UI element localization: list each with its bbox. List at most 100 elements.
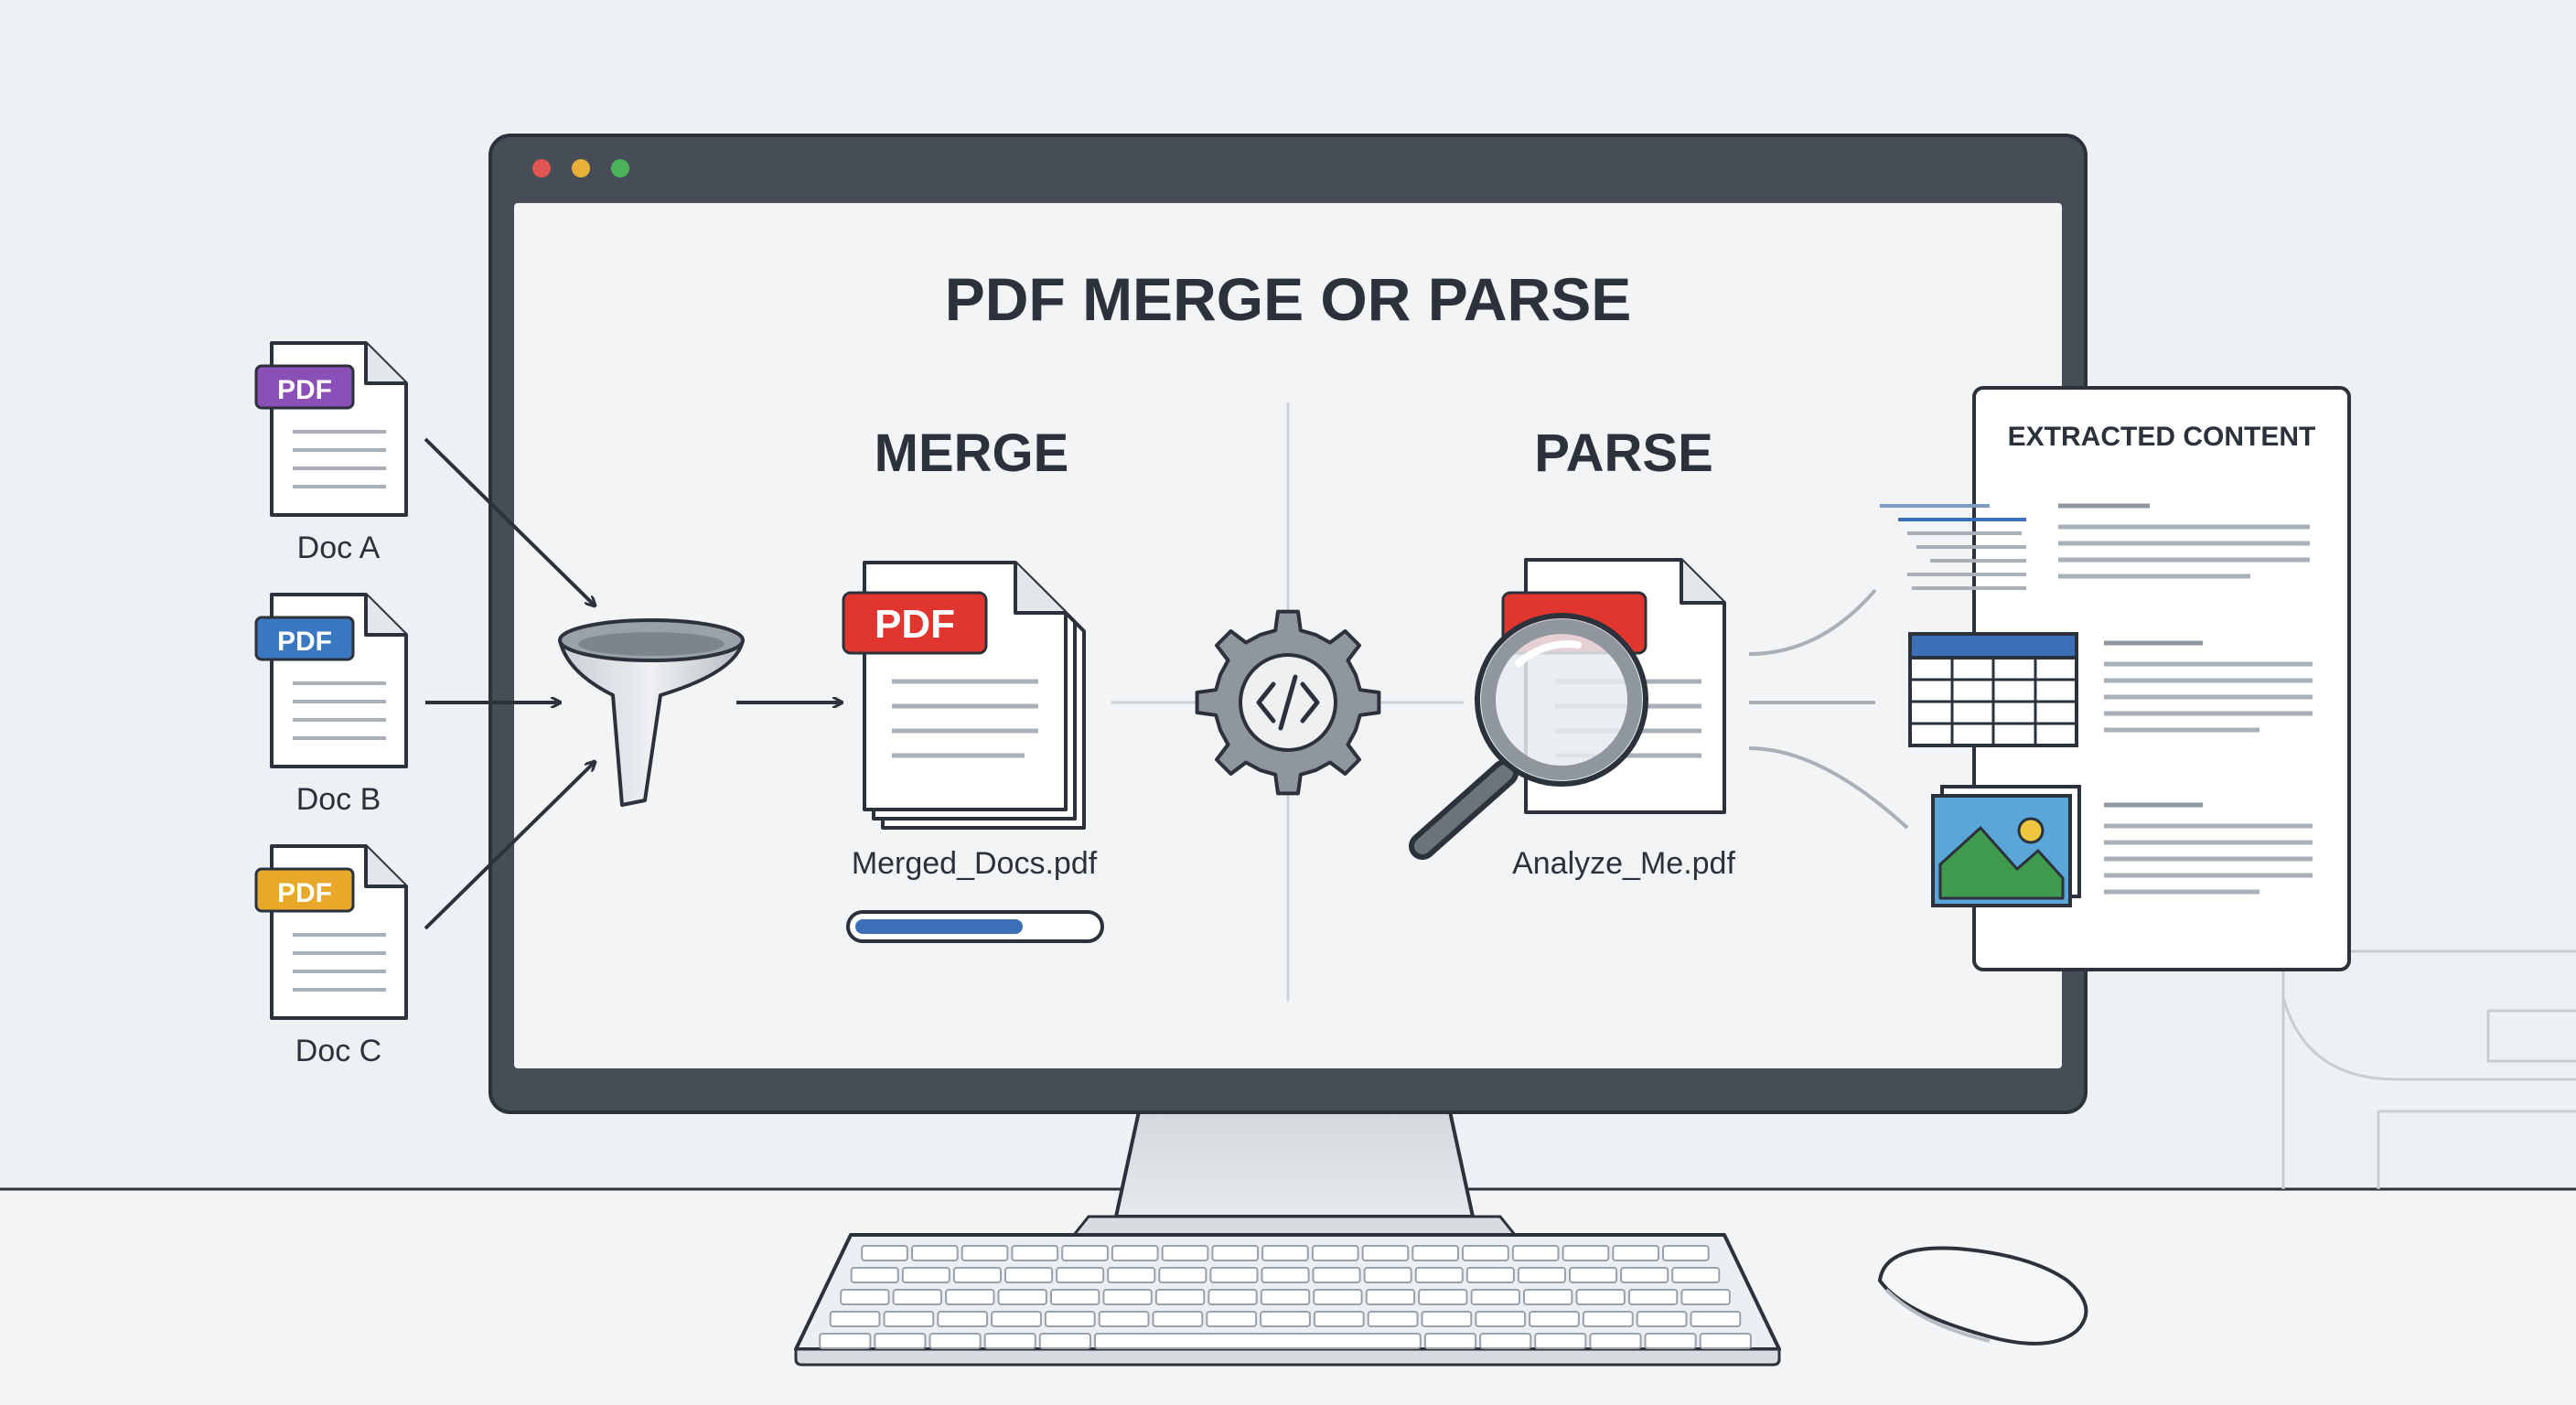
keyboard-key[interactable] [1004,1267,1054,1283]
keyboard-key[interactable] [1680,1289,1731,1305]
keyboard-key[interactable] [1418,1289,1468,1305]
keyboard-key[interactable] [1475,1311,1527,1327]
keyboard-key[interactable] [961,1245,1009,1261]
keyboard-key[interactable] [983,1333,1036,1349]
maximize-dot[interactable] [611,159,629,177]
keyboard-key[interactable] [991,1311,1042,1327]
input-doc-b[interactable]: PDF [254,593,408,768]
input-doc-a[interactable]: PDF [254,341,408,517]
keyboard-key[interactable] [861,1245,908,1261]
keyboard-key[interactable] [1462,1245,1509,1261]
keyboard-key[interactable] [1038,1333,1092,1349]
keyboard-key[interactable] [892,1289,942,1305]
keyboard-key[interactable] [1056,1267,1105,1283]
keyboard-key[interactable] [945,1289,995,1305]
keyboard-key[interactable] [1206,1311,1258,1327]
keyboard-key[interactable] [1414,1267,1464,1283]
keyboard-key[interactable] [1562,1245,1610,1261]
keyboard-key[interactable] [1313,1311,1365,1327]
keyboard-key[interactable] [1644,1333,1697,1349]
minimize-dot[interactable] [572,159,590,177]
keyboard-key[interactable] [1517,1267,1567,1283]
keyboard-key[interactable] [1361,1245,1410,1261]
background-drawer-outline [2281,949,2576,1189]
keyboard-key[interactable] [1311,1245,1359,1261]
keyboard-key[interactable] [1061,1245,1109,1261]
keyboard-key[interactable] [829,1311,881,1327]
keyboard[interactable] [794,1233,1781,1367]
page-title: PDF MERGE OR PARSE [945,265,1632,333]
funnel-icon [558,618,745,807]
keyboard-key[interactable] [1699,1333,1752,1349]
keyboard-key[interactable] [1260,1289,1311,1305]
parse-heading: PARSE [1534,424,1713,483]
keyboard-key[interactable] [819,1333,872,1349]
input-doc-c[interactable]: PDF [254,844,408,1020]
keyboard-key[interactable] [1161,1245,1209,1261]
keyboard-key[interactable] [850,1267,899,1283]
keyboard-key[interactable] [1620,1267,1669,1283]
keyboard-key[interactable] [1211,1245,1260,1261]
keyboard-key[interactable] [1421,1311,1473,1327]
keyboard-key[interactable] [1411,1245,1460,1261]
keyboard-key[interactable] [1671,1267,1721,1283]
keyboard-key[interactable] [1612,1245,1660,1261]
keyboard-key[interactable] [1313,1289,1363,1305]
keyboard-key[interactable] [1589,1333,1642,1349]
keyboard-key[interactable] [1044,1311,1096,1327]
keyboard-key[interactable] [1523,1289,1573,1305]
keyboard-key[interactable] [1312,1267,1361,1283]
keyboard-key[interactable] [1511,1245,1560,1261]
keyboard-key[interactable] [937,1311,989,1327]
keyboard-key[interactable] [1260,1311,1311,1327]
keyboard-key[interactable] [1465,1267,1515,1283]
keyboard-key[interactable] [1093,1333,1422,1349]
keyboard-key[interactable] [1154,1289,1206,1305]
close-dot[interactable] [532,159,551,177]
keyboard-key[interactable] [1261,1267,1310,1283]
keyboard-key[interactable] [874,1333,927,1349]
keyboard-key[interactable] [1627,1289,1679,1305]
keyboard-key[interactable] [840,1289,890,1305]
keyboard-key[interactable] [1470,1289,1520,1305]
keyboard-key[interactable] [1423,1333,1477,1349]
keyboard-key[interactable] [928,1333,982,1349]
keyboard-key[interactable] [1582,1311,1634,1327]
extracted-content-panel[interactable]: EXTRACTED CONTENT [1880,386,2351,971]
keyboard-key[interactable] [1208,1289,1258,1305]
keyboard-key[interactable] [1367,1311,1419,1327]
keyboard-key[interactable] [1158,1267,1208,1283]
keyboard-key[interactable] [1050,1289,1100,1305]
keyboard-key[interactable] [911,1245,959,1261]
keyboard-key[interactable] [1479,1333,1532,1349]
keyboard-key[interactable] [1107,1267,1156,1283]
keyboard-key[interactable] [1569,1267,1618,1283]
keyboard-key[interactable] [952,1267,1003,1283]
table-icon [1908,632,2078,747]
keyboard-key[interactable] [1662,1245,1710,1261]
arrow-doc-a [424,437,595,606]
merge-progress-bar [846,910,1104,943]
keyboard-key[interactable] [1363,1267,1412,1283]
keyboard-key[interactable] [1529,1311,1580,1327]
keyboard-key[interactable] [1575,1289,1626,1305]
keyboard-key[interactable] [1534,1333,1587,1349]
doc-c-label: Doc C [295,1034,381,1068]
keyboard-key[interactable] [901,1267,950,1283]
pdf-badge-c-text: PDF [277,878,332,908]
keyboard-key[interactable] [1365,1289,1416,1305]
merged-document[interactable]: PDF [842,561,1086,830]
keyboard-key[interactable] [997,1289,1047,1305]
pdf-badge-a-text: PDF [277,375,332,405]
keyboard-key[interactable] [1209,1267,1259,1283]
keyboard-key[interactable] [883,1311,935,1327]
keyboard-key[interactable] [1152,1311,1204,1327]
keyboard-key[interactable] [1636,1311,1688,1327]
keyboard-key[interactable] [1690,1311,1742,1327]
keyboard-key[interactable] [1102,1289,1153,1305]
keyboard-key[interactable] [1261,1245,1309,1261]
keyboard-key[interactable] [1111,1245,1159,1261]
mouse[interactable] [1877,1246,2088,1346]
keyboard-key[interactable] [1011,1245,1059,1261]
keyboard-key[interactable] [1098,1311,1150,1327]
